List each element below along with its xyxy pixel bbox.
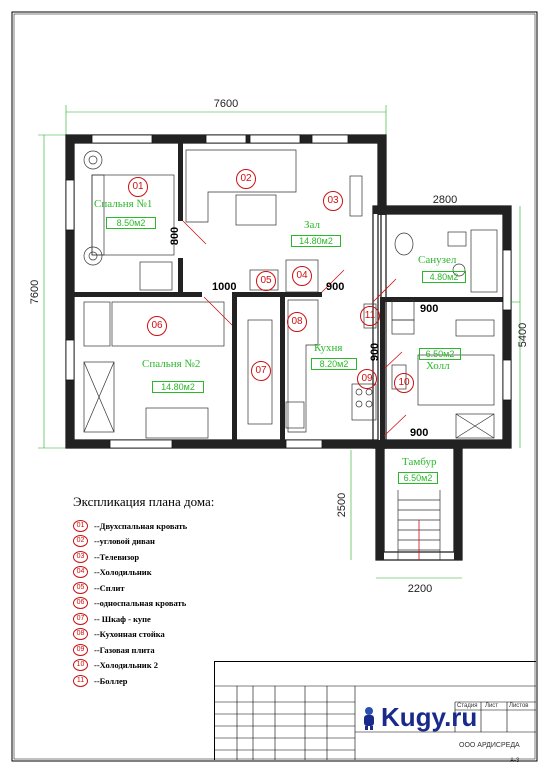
sheet-frame: [11, 11, 538, 762]
door-label-hall-right: 900: [326, 281, 345, 293]
legend-item-text: --Кухонная стойка: [94, 629, 165, 640]
marker-05: 05: [256, 271, 276, 291]
tb-col-stage: Стадия: [457, 703, 478, 709]
legend-item: 05 --Сплит: [73, 580, 323, 596]
marker-02: 02: [236, 169, 256, 189]
legend-item-number: 01: [73, 519, 88, 532]
legend-item-text: --Сплит: [94, 582, 125, 593]
room-bedroom2-area: 14.80м2: [152, 381, 204, 393]
room-hall-name: Зал: [304, 219, 320, 231]
room-hall-area: 14.80м2: [291, 235, 341, 247]
legend-item-text: --Холодильник: [94, 567, 152, 578]
marker-04: 04: [292, 266, 312, 286]
legend-item-text: -- Шкаф - купе: [94, 613, 151, 624]
legend-item: 11 --Боллер: [73, 673, 323, 689]
marker-10: 10: [394, 373, 414, 393]
dim-top: [65, 105, 387, 135]
legend-item: 01 --Двухспальная кровать: [73, 518, 323, 534]
door-label-bedroom1: 800: [169, 226, 182, 246]
tb-col-sheets: Листов: [509, 703, 529, 709]
room-vestibule-area: 6.50м2: [398, 472, 438, 484]
legend-item: 04 --Холодильник: [73, 565, 323, 581]
room-lobby-area: 6.50м2: [419, 348, 461, 360]
legend-item-text: --односпальная кровать: [94, 598, 187, 609]
legend-item: 10 --Холодильник 2: [73, 658, 323, 674]
dim-bath-label: 2800: [433, 194, 457, 206]
legend-item-number: 11: [73, 674, 88, 687]
title-block-grid: [215, 685, 536, 760]
dim-left-label: 7600: [29, 280, 41, 304]
marker-09: 09: [357, 369, 377, 389]
legend-item-text: --Газовая плита: [94, 644, 155, 655]
windows: [65, 134, 512, 449]
legend-item-number: 05: [73, 581, 88, 594]
legend-item-number: 09: [73, 643, 88, 656]
legend-item-text: --Боллер: [94, 675, 128, 686]
title-block: Стадия Лист Листов Kugy.ru ООО АРДИСРЕДА: [214, 661, 536, 760]
legend-title: Экспликация плана дома:: [73, 494, 215, 509]
marker-11: 11: [360, 306, 380, 326]
marker-06: 06: [147, 316, 167, 336]
furniture: [83, 149, 498, 560]
legend-item: 09 --Газовая плита: [73, 642, 323, 658]
legend-item: 06 --односпальная кровать: [73, 596, 323, 612]
legend-item: 03 --Телевизор: [73, 549, 323, 565]
door-swings: [182, 220, 420, 560]
legend-items: 01 --Двухспальная кровать 02 --угловой дива…: [73, 518, 323, 689]
room-lobby-name: Холл: [426, 360, 450, 372]
legend-item-number: 10: [73, 659, 88, 672]
tb-col-sheet: Лист: [485, 703, 499, 709]
door-label-entry: 900: [410, 427, 429, 439]
sheet-inner-frame: [13, 13, 536, 760]
marker-08: 08: [287, 312, 307, 332]
dim-vestibule: [350, 450, 462, 579]
room-kitchen-name: Кухня: [314, 342, 343, 354]
room-vestibule-name: Тамбур: [402, 456, 437, 468]
legend-item-number: 06: [73, 597, 88, 610]
legend-item-number: 07: [73, 612, 88, 625]
sheet-code: А-3: [510, 758, 520, 764]
door-label-hall-left: 1000: [212, 281, 237, 293]
room-bath-name: Санузел: [418, 254, 457, 266]
dim-left: [38, 134, 66, 449]
legend-item-number: 08: [73, 628, 88, 641]
dim-vestibule-width: 2200: [408, 583, 432, 595]
legend-item-text: --Телевизор: [94, 551, 140, 562]
dim-vestibule-height: 2500: [336, 493, 348, 517]
marker-03: 03: [323, 191, 343, 211]
legend-item: 02 --угловой диван: [73, 534, 323, 550]
company-name: ООО АРДИСРЕДА: [459, 742, 520, 749]
legend-item: 07 -- Шкаф - купе: [73, 611, 323, 627]
dim-top-label: 7600: [214, 98, 238, 110]
room-bath-area: 4.80м2: [422, 271, 466, 283]
room-bedroom1-area: 8.50м2: [106, 217, 156, 229]
marker-01: 01: [128, 177, 148, 197]
legend-item-text: --угловой диван: [94, 536, 155, 547]
legend-item-text: --Холодильник 2: [94, 660, 158, 671]
legend-item-number: 02: [73, 535, 88, 548]
legend-item-number: 04: [73, 566, 88, 579]
logo-text: Kugy.ru: [381, 702, 478, 732]
door-label-bath: 900: [420, 303, 439, 315]
legend: Экспликация плана дома: 01 --Двухспальная…: [73, 494, 323, 689]
marker-07: 07: [251, 361, 271, 381]
dim-right-label: 5400: [517, 323, 529, 347]
door-label-kitchen: 900: [369, 342, 382, 362]
room-bedroom1-name: Спальня №1: [94, 198, 153, 210]
logo-figure-icon: [364, 707, 374, 730]
room-bedroom2-name: Спальня №2: [142, 358, 201, 370]
logo-mark: [361, 706, 377, 730]
legend-item-number: 03: [73, 550, 88, 563]
legend-item-text: --Двухспальная кровать: [94, 520, 188, 531]
room-kitchen-area: 8.20м2: [311, 358, 357, 370]
legend-item: 08 --Кухонная стойка: [73, 627, 323, 643]
